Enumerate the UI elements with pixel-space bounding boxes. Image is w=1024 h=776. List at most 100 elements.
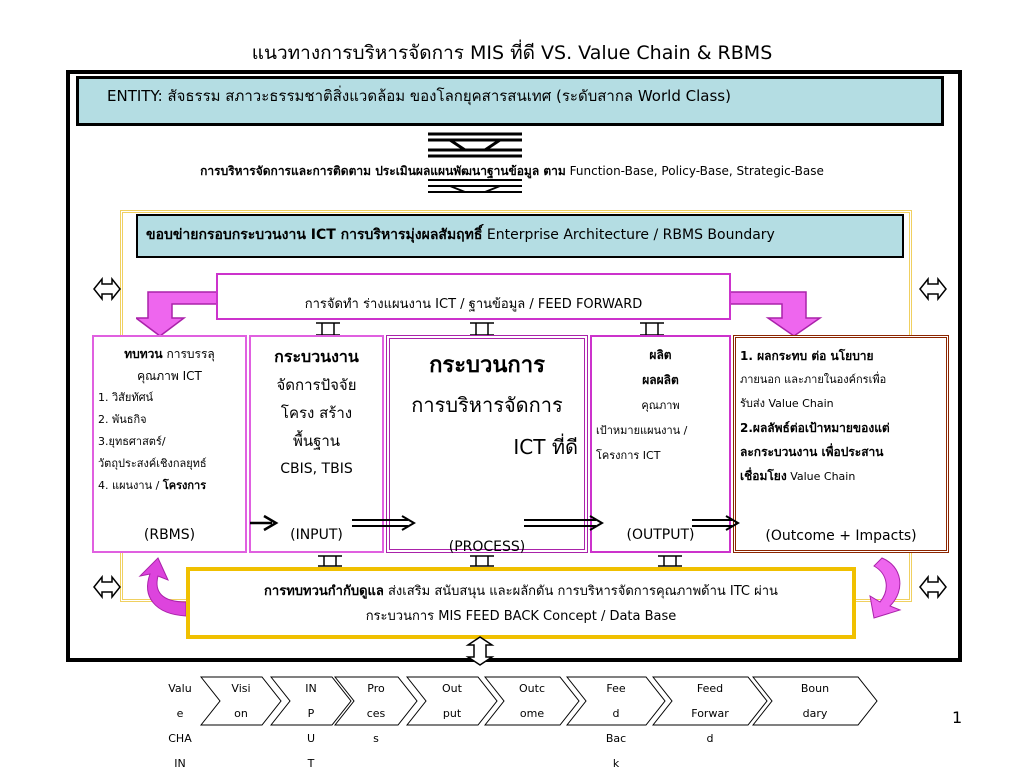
left-right-arrow-icon — [93, 276, 121, 302]
process-line2: การบริหารจัดการ — [411, 393, 563, 417]
flow-arrow-icon — [250, 514, 279, 532]
page-title: แนวทางการบริหารจัดการ MIS ที่ดี VS. Valu… — [251, 42, 773, 64]
vertical-arrow-icon — [318, 555, 342, 567]
input-column: กระบวนงาน จัดการปัจจัย โครง สร้าง พื้นฐา… — [249, 335, 384, 553]
feedback-line1-bold: การทบทวนกำกับดูแล — [264, 584, 384, 599]
curved-arrow-up-icon — [138, 557, 187, 617]
value-chain-label-line: Valu — [168, 682, 192, 695]
feedback-line2: กระบวนการ MIS FEED BACK Concept / Data B… — [365, 609, 677, 624]
process-line3: ICT ที่ดี — [513, 435, 578, 459]
management-english: Function-Base, Policy-Base, Strategic-Ba… — [565, 164, 824, 178]
rbms-heading: ทบทวน — [124, 347, 163, 361]
rbms-line2: คุณภาพ ICT — [137, 369, 202, 383]
outcome-label: (Outcome + Impacts) — [765, 528, 917, 544]
entity-box: ENTITY: สัจธรรม สภาวะธรรมชาติสิ่งแวดล้อม… — [76, 76, 944, 126]
chevron-output: Out put — [406, 676, 498, 726]
process-column: กระบวนการ การบริหารจัดการ ICT ที่ดี (PRO… — [386, 335, 588, 555]
chevron-label: Feed — [696, 682, 724, 695]
chevron-input: IN P U T — [270, 676, 352, 770]
chevron-label: IN — [305, 682, 317, 695]
input-line: พื้นฐาน — [292, 432, 341, 450]
output-line3: คุณภาพ — [641, 399, 680, 412]
feedback-box: การทบทวนกำกับดูแล ส่งเสริม สนับสนุน และผ… — [186, 567, 856, 639]
chevron-label: Bac — [605, 732, 627, 745]
flow-arrow-icon — [352, 515, 416, 531]
value-chain-label-line: IN — [174, 757, 186, 770]
chevron-label: Fee — [606, 682, 626, 695]
rbms-column: ทบทวน การบรรลุ คุณภาพ ICT 1. วิสัยทัศน์ … — [92, 335, 247, 553]
process-label: (PROCESS) — [448, 539, 526, 555]
chevron-process: Pro ces s — [334, 676, 418, 745]
output-line4: เป้าหมายแผนงาน / — [596, 424, 688, 437]
value-chain-label-line: CHA — [168, 732, 192, 745]
double-arrow-icon — [428, 179, 522, 193]
rbms-label: (RBMS) — [143, 527, 196, 543]
chevron-label: ome — [519, 707, 545, 720]
chevron-label: U — [306, 732, 316, 745]
boundary-english: Enterprise Architecture / RBMS Boundary — [482, 227, 775, 243]
output-line1: ผลิต — [649, 348, 672, 362]
chevron-label: ces — [366, 707, 386, 720]
rbms-item: 1. วิสัยทัศน์ — [98, 391, 154, 404]
input-heading: กระบวนงาน — [274, 347, 359, 366]
output-line2: ผลผลิต — [642, 373, 679, 387]
chevron-vision: Visi on — [200, 676, 282, 726]
chevron-label: s — [373, 732, 379, 745]
chevron-boundary: Boun dary — [752, 676, 878, 726]
outcome-line2: ภายนอก และภายในองค์กรเพื่อ — [740, 373, 887, 386]
flow-arrow-icon — [692, 515, 740, 531]
management-line: การบริหารจัดการและการติดตาม ประเมินผลแผน… — [0, 162, 1024, 181]
chevron-label: Out — [442, 682, 462, 695]
flow-arrow-icon — [524, 515, 604, 531]
page-number: 1 — [952, 708, 963, 727]
input-line: โครง สร้าง — [280, 404, 353, 422]
chevron-feedback: Fee d Bac k — [566, 676, 666, 770]
vertical-arrow-icon — [658, 555, 682, 567]
outcome-line6-rest: Value Chain — [786, 470, 856, 483]
output-label: (OUTPUT) — [626, 527, 695, 543]
rbms-item: 4. แผนงาน / — [98, 479, 163, 492]
bent-arrow-right-icon — [729, 291, 823, 337]
management-thai: การบริหารจัดการและการติดตาม ประเมินผลแผน… — [200, 164, 566, 178]
chevron-label: on — [234, 707, 248, 720]
left-right-arrow-icon — [93, 574, 121, 600]
chevron-label: Outc — [519, 682, 545, 695]
value-chain-label-line: e — [176, 707, 184, 720]
chevron-label: Forwar — [691, 707, 729, 720]
chevron-feedforward: Feed Forwar d — [652, 676, 768, 745]
chevron-label: dary — [802, 707, 828, 720]
bent-arrow-left-icon — [136, 291, 219, 337]
chevron-label: T — [307, 757, 315, 770]
chevron-label: put — [442, 707, 462, 720]
vertical-arrow-icon — [470, 555, 494, 567]
boundary-box: ขอบข่ายกรอบกระบวนงาน ICT การบริหารมุ่งผล… — [136, 214, 904, 258]
value-chain-label: Valu e CHA IN — [158, 676, 202, 776]
chevron-label: Pro — [367, 682, 385, 695]
outcome-line4: 2.ผลลัพธ์ต่อเป้าหมายของแต่ — [740, 421, 890, 435]
outcome-line1: 1. ผลกระทบ ต่อ นโยบาย — [740, 349, 874, 363]
output-column: ผลิต ผลผลิต คุณภาพ เป้าหมายแผนงาน / โครง… — [590, 335, 731, 553]
outcome-line6: เชื่อมโยง — [740, 469, 787, 483]
left-right-arrow-icon — [919, 276, 947, 302]
rbms-item: วัตถุประสงค์เชิงกลยุทธ์ — [98, 457, 207, 470]
boundary-thai: ขอบข่ายกรอบกระบวนงาน ICT การบริหารมุ่งผล… — [146, 227, 483, 243]
left-right-arrow-icon — [919, 574, 947, 600]
outcome-line3: รับส่ง Value Chain — [740, 397, 834, 410]
feedback-line1: ส่งเสริม สนับสนุน และผลักดัน การบริหารจั… — [383, 584, 778, 599]
chevron-label: d — [706, 732, 714, 745]
input-label: (INPUT) — [290, 527, 343, 543]
input-line: จัดการปัจจัย — [276, 376, 357, 394]
feed-forward-text: การจัดทำ ร่างแผนงาน ICT / ฐานข้อมูล / FE… — [304, 297, 643, 312]
feed-forward-box: การจัดทำ ร่างแผนงาน ICT / ฐานข้อมูล / FE… — [216, 273, 731, 320]
outcome-column: 1. ผลกระทบ ต่อ นโยบาย ภายนอก และภายในองค… — [733, 335, 949, 553]
chevron-label: Boun — [800, 682, 830, 695]
chevron-label: d — [612, 707, 620, 720]
rbms-item: 2. พันธกิจ — [98, 413, 147, 426]
curved-arrow-down-icon — [869, 557, 902, 619]
entity-text: ENTITY: สัจธรรม สภาวะธรรมชาติสิ่งแวดล้อม… — [107, 87, 731, 105]
chevron-label: Visi — [231, 682, 251, 695]
rbms-item: 3.ยุทธศาสตร์/ — [98, 435, 166, 448]
rbms-heading-rest: การบรรลุ — [162, 347, 215, 361]
output-line5: โครงการ ICT — [596, 449, 661, 462]
chevron-label: k — [612, 757, 620, 770]
